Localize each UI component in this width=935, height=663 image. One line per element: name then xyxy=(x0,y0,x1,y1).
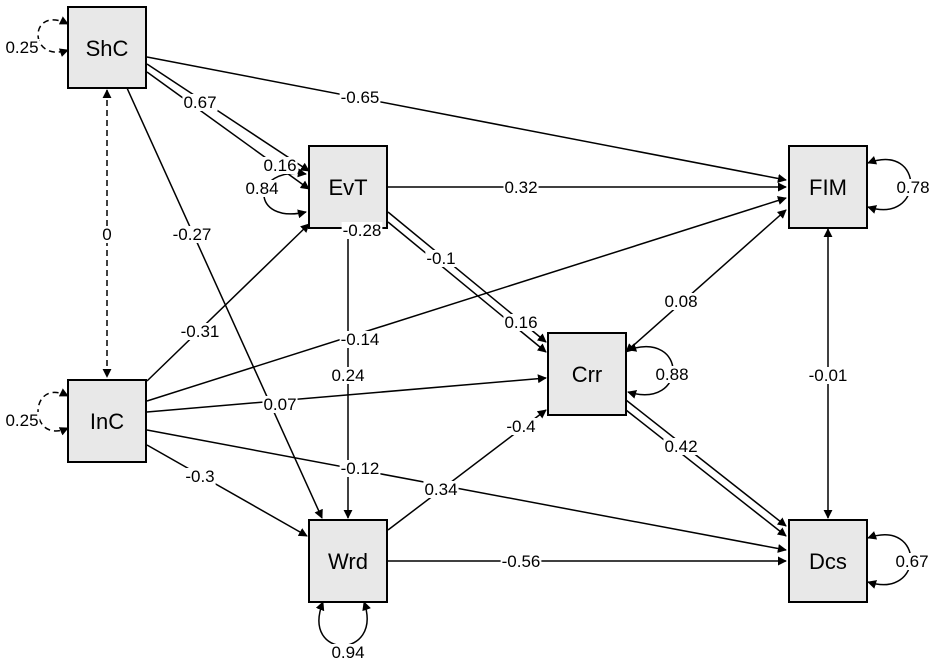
variance-label-shc: 0.25 xyxy=(5,38,38,57)
edge-label-inc-dcs: -0.12 xyxy=(341,459,380,478)
node-shc: ShC xyxy=(67,6,147,89)
variance-label-wrd: 0.94 xyxy=(331,643,364,662)
edge-crr-dcs-b xyxy=(625,409,787,537)
edge-labels: -0.65 0.67 0.16 -0.27 0 0.32 -0.1 0.16 0… xyxy=(4,38,931,662)
edge-label-background xyxy=(341,222,383,239)
edge-label-background xyxy=(425,250,457,267)
edge-label-background xyxy=(339,460,381,477)
edge-label-background xyxy=(339,331,381,348)
node-crr-label: Crr xyxy=(572,362,603,387)
edge-label-background xyxy=(423,481,459,498)
nodes: ShC InC EvT Wrd Crr FIM Dcs xyxy=(67,6,868,603)
variance-label-inc: 0.25 xyxy=(5,411,38,430)
edge-label-background xyxy=(807,367,849,384)
edge-shc-wrd xyxy=(126,87,323,519)
edge-label-inc-fim: -0.14 xyxy=(341,330,380,349)
edge-label-background xyxy=(505,418,537,435)
node-inc: InC xyxy=(67,379,147,463)
edge-label-background xyxy=(339,89,381,106)
edge-inc-wrd xyxy=(146,444,308,537)
edge-label-inc-crr: 0.07 xyxy=(263,395,296,414)
edge-label-fim-dcs: -0.01 xyxy=(809,366,848,385)
edge-label-shc-evt-a: 0.67 xyxy=(183,93,216,112)
node-fim-label: FIM xyxy=(809,175,847,200)
loop-wrd xyxy=(315,601,371,647)
edge-label-background xyxy=(179,323,221,340)
edge-inc-dcs xyxy=(146,429,787,553)
node-wrd: Wrd xyxy=(308,519,388,603)
node-evt-label: EvT xyxy=(328,175,367,200)
edge-label-crr-dcs: 0.42 xyxy=(664,437,697,456)
edge-label-background xyxy=(663,293,699,310)
edge-label-background xyxy=(654,366,690,383)
edge-label-background xyxy=(244,180,280,197)
edge-label-wrd-dcs: -0.56 xyxy=(502,552,541,571)
edge-label-background xyxy=(500,553,542,570)
edge-evt-crr-b xyxy=(387,221,547,353)
node-dcs-label: Dcs xyxy=(809,549,847,574)
edge-label-background xyxy=(182,94,218,111)
edge-inc-evt xyxy=(146,223,310,382)
edge-label-inc-evt: -0.31 xyxy=(181,322,220,341)
edge-label-background xyxy=(330,367,366,384)
variance-label-crr: 0.88 xyxy=(655,365,688,384)
edge-label-evt-crr-b: 0.16 xyxy=(504,313,537,332)
edge-label-background xyxy=(503,179,539,196)
loop-inc xyxy=(37,388,69,436)
edge-label-background xyxy=(330,644,366,661)
edge-label-background xyxy=(101,226,113,243)
edge-label-background xyxy=(503,314,539,331)
edge-label-evt-hidden: -0.28 xyxy=(343,221,382,240)
edge-label-evt-crr-a: -0.1 xyxy=(426,249,455,268)
node-shc-label: ShC xyxy=(86,36,129,61)
edge-label-evt-wrd: 0.24 xyxy=(331,366,364,385)
node-wrd-label: Wrd xyxy=(328,549,368,574)
edge-label-background xyxy=(184,468,216,485)
edge-label-background xyxy=(895,179,931,196)
edge-label-background xyxy=(4,39,40,56)
edge-label-background xyxy=(894,553,930,570)
variance-label-fim: 0.78 xyxy=(896,178,929,197)
edge-label-evt-fim: 0.32 xyxy=(504,178,537,197)
edge-label-background xyxy=(171,226,213,243)
node-evt: EvT xyxy=(308,145,388,229)
edge-label-shc-inc: 0 xyxy=(102,225,111,244)
edge-label-crr-fim: 0.08 xyxy=(664,292,697,311)
node-fim: FIM xyxy=(788,145,868,229)
loop-shc xyxy=(37,16,69,57)
edge-crr-dcs-a xyxy=(625,399,787,527)
edge-label-background xyxy=(4,412,40,429)
edge-label-background xyxy=(262,396,298,413)
edge-label-shc-evt-b: 0.16 xyxy=(263,156,296,175)
edge-shc-fim xyxy=(146,56,787,183)
node-crr: Crr xyxy=(547,332,627,416)
edge-label-background xyxy=(262,157,298,174)
edge-label-shc-wrd: -0.27 xyxy=(173,225,212,244)
edge-label-shc-fim: -0.65 xyxy=(341,88,380,107)
edge-label-inc-wrd: -0.3 xyxy=(185,467,214,486)
variance-label-dcs: 0.67 xyxy=(895,552,928,571)
edge-inc-crr xyxy=(146,374,547,413)
edge-label-crr-dcs-b: 0.34 xyxy=(424,480,457,499)
node-dcs: Dcs xyxy=(788,519,868,603)
edges xyxy=(37,16,912,647)
edge-crr-fim xyxy=(625,209,787,353)
variance-label-evt: 0.84 xyxy=(245,179,278,198)
node-inc-label: InC xyxy=(90,409,124,434)
edge-shc-evt-a xyxy=(146,63,310,172)
edge-label-wrd-crr: -0.4 xyxy=(506,417,535,436)
edge-label-background xyxy=(663,438,699,455)
